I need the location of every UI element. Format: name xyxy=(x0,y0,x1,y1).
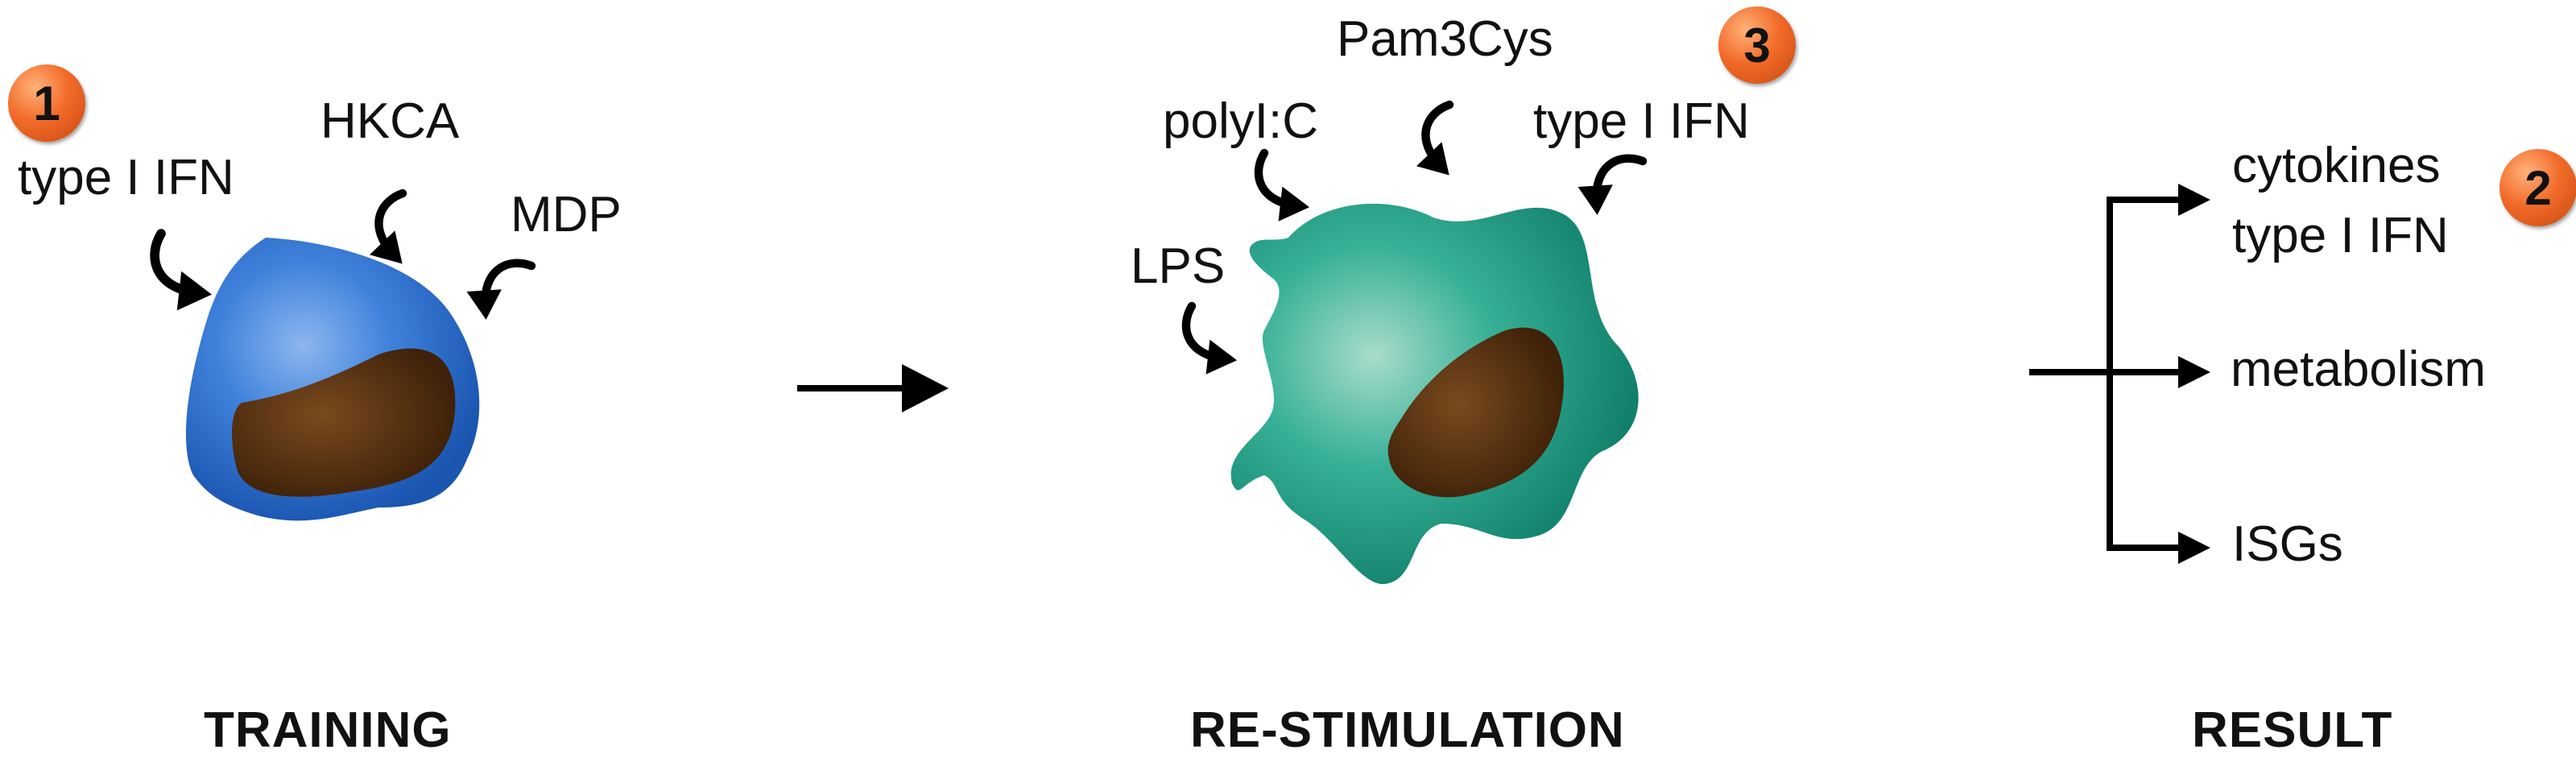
stage-title-result: RESULT xyxy=(2192,702,2393,758)
result-output-isgs: ISGs xyxy=(2232,516,2343,572)
restim-arrow-polyic xyxy=(1259,153,1309,222)
result-branches xyxy=(2029,184,2210,564)
restim-arrow-lps xyxy=(1186,306,1237,375)
training-stimulus-type-i-ifn: type I IFN xyxy=(18,150,234,205)
restim-stimulus-lps: LPS xyxy=(1131,238,1226,294)
badge-result: 2 xyxy=(2500,149,2576,226)
result-output-metabolism: metabolism xyxy=(2231,342,2486,397)
restim-arrow-pam3cys xyxy=(1401,101,1484,185)
training-stimulus-mdp: MDP xyxy=(511,187,622,242)
badge-restimulation: 3 xyxy=(1718,6,1796,84)
restim-arrow-type-i-ifn xyxy=(1574,155,1650,217)
training-arrow-type-i-ifn xyxy=(155,234,212,310)
stage-title-training: TRAINING xyxy=(204,702,452,758)
restim-stimulus-polyic: polyI:C xyxy=(1163,93,1318,149)
result-output-cytokines: cytokines xyxy=(2232,138,2441,193)
main-arrow xyxy=(797,364,949,412)
result-output-type-i-ifn: type I IFN xyxy=(2232,208,2449,263)
restim-stimulus-pam3cys: Pam3Cys xyxy=(1337,11,1553,67)
training-cell xyxy=(185,238,480,521)
badge-training: 1 xyxy=(8,64,85,142)
training-arrow-mdp xyxy=(463,260,539,322)
training-cell-nucleus xyxy=(232,348,456,497)
restim-cell xyxy=(1230,203,1639,585)
restim-stimulus-type-i-ifn: type I IFN xyxy=(1533,93,1750,149)
restim-cell-nucleus xyxy=(1387,327,1564,498)
stage-title-restimulation: RE-STIMULATION xyxy=(1190,702,1625,758)
training-stimulus-hkca: HKCA xyxy=(320,93,460,149)
